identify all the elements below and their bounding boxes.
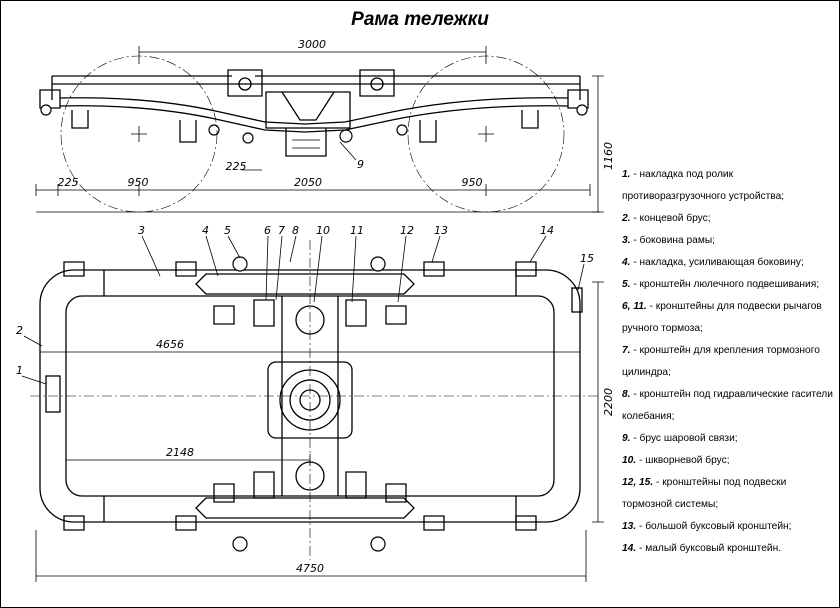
dim-overall-length: 4750 <box>296 562 324 575</box>
legend-item-number: 4. <box>622 257 631 268</box>
legend: 1. - накладка под ролик противоразгрузоч… <box>622 164 834 560</box>
legend-item-text: - большой буксовый кронштейн; <box>636 521 792 532</box>
legend-item-text: - кронштейн люлечного подвешивания; <box>630 279 820 290</box>
legend-item: 2. - концевой брус; <box>622 208 834 230</box>
callout-15: 15 <box>580 252 594 265</box>
legend-item-text: - кронштейн под гидравлические гасители … <box>622 389 833 422</box>
legend-item: 12, 15. - кронштейны под подвески тормоз… <box>622 472 834 516</box>
legend-item: 5. - кронштейн люлечного подвешивания; <box>622 274 834 296</box>
legend-item: 10. - шкворневой брус; <box>622 450 834 472</box>
dim-wheel-left: 950 <box>128 176 149 189</box>
legend-item: 1. - накладка под ролик противоразгрузоч… <box>622 164 834 208</box>
legend-item: 9. - брус шаровой связи; <box>622 428 834 450</box>
side-view <box>35 46 604 213</box>
callout-6: 6 <box>264 224 271 237</box>
legend-item-text: - шкворневой брус; <box>636 455 730 466</box>
callout-12: 12 <box>400 224 414 237</box>
legend-item-number: 8. <box>622 389 631 400</box>
callout-8: 8 <box>292 224 299 237</box>
callout-1: 1 <box>16 364 23 377</box>
legend-item-number: 3. <box>622 235 631 246</box>
plan-view <box>21 235 604 582</box>
callout-7: 7 <box>278 224 285 237</box>
legend-item: 6, 11. - кронштейны для подвески рычагов… <box>622 296 834 340</box>
callout-11: 11 <box>350 224 364 237</box>
legend-item-number: 7. <box>622 345 631 356</box>
callout-9: 9 <box>357 158 364 171</box>
legend-item-text: - малый буксовый кронштейн. <box>636 543 782 554</box>
legend-item-text: - концевой брус; <box>630 213 711 224</box>
legend-item-number: 10. <box>622 455 637 466</box>
legend-item: 3. - боковина рамы; <box>622 230 834 252</box>
dim-wheelbase: 3000 <box>298 38 326 51</box>
legend-item-text: - кронштейн для крепления тормозного цил… <box>622 345 820 378</box>
legend-item-text: - кронштейны для подвески рычагов ручног… <box>622 301 822 334</box>
dim-overhang-left: 225 <box>58 176 79 189</box>
legend-item: 4. - накладка, усиливающая боковину; <box>622 252 834 274</box>
legend-item-number: 6, 11. <box>622 301 647 312</box>
legend-item: 14. - малый буксовый кронштейн. <box>622 538 834 560</box>
legend-item-text: - брус шаровой связи; <box>630 433 738 444</box>
dim-height: 1160 <box>602 142 615 170</box>
legend-item-text: - накладка под ролик противоразгрузочног… <box>622 169 785 202</box>
legend-item: 8. - кронштейн под гидравлические гасите… <box>622 384 834 428</box>
legend-item: 7. - кронштейн для крепления тормозного … <box>622 340 834 384</box>
legend-item-number: 1. <box>622 169 631 180</box>
dim-half-length: 2148 <box>166 446 194 459</box>
legend-item-number: 14. <box>622 543 637 554</box>
callout-14: 14 <box>540 224 554 237</box>
legend-item-number: 9. <box>622 433 631 444</box>
legend-item-number: 2. <box>622 213 631 224</box>
legend-item-text: - боковина рамы; <box>630 235 716 246</box>
legend-item-number: 12, 15. <box>622 477 654 488</box>
legend-item-text: - накладка, усиливающая боковину; <box>630 257 804 268</box>
callout-13: 13 <box>434 224 448 237</box>
callout-3: 3 <box>138 224 145 237</box>
dim-plan-length: 4656 <box>156 338 184 351</box>
dim-wheel-right: 950 <box>462 176 483 189</box>
callout-5: 5 <box>224 224 231 237</box>
page-title: Рама тележки <box>351 9 489 30</box>
legend-item-number: 5. <box>622 279 631 290</box>
legend-item-text: - кронштейны под подвески тормозной сист… <box>622 477 787 510</box>
dim-plan-width: 2200 <box>602 388 615 416</box>
dim-bracket-offset: 225 <box>226 160 247 173</box>
callout-2: 2 <box>16 324 23 337</box>
dim-wheel-spacing: 2050 <box>294 176 322 189</box>
legend-item-number: 13. <box>622 521 637 532</box>
legend-item: 13. - большой буксовый кронштейн; <box>622 516 834 538</box>
callout-10: 10 <box>316 224 330 237</box>
callout-4: 4 <box>202 224 209 237</box>
